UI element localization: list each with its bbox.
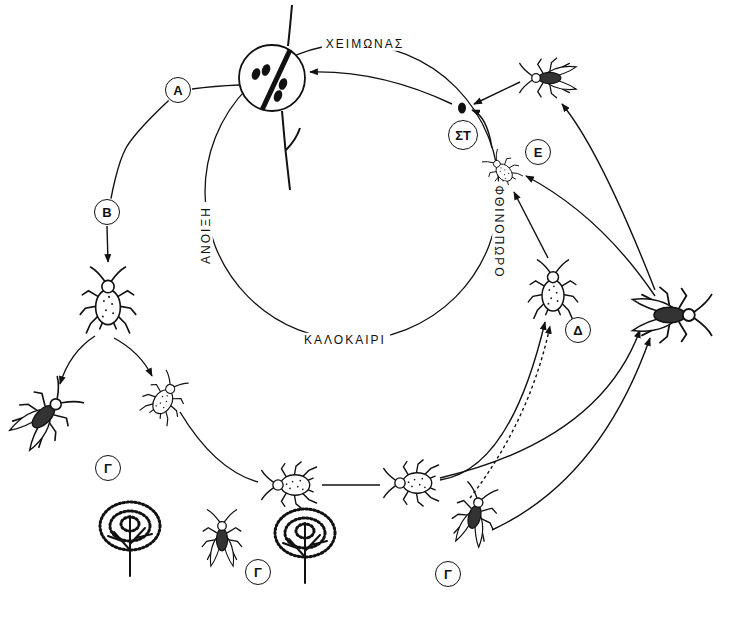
stage-letter-text: Β xyxy=(102,206,111,219)
stage-letter: ΣΤ xyxy=(448,120,478,150)
stage-letter: Γ xyxy=(95,455,121,481)
stage-letter: Γ xyxy=(245,559,271,585)
season-label: ΦΘΙΝΟΠΩΡΟ xyxy=(492,181,506,282)
stage-letter-text: Ε xyxy=(534,146,543,159)
stage-letter-text: Α xyxy=(173,84,182,97)
stage-letter-text: Δ xyxy=(573,324,582,337)
stage-letter: Δ xyxy=(565,317,591,343)
season-label: ΑΝΟΙΞΗ xyxy=(199,202,213,268)
stage-letter-text: Γ xyxy=(104,462,112,475)
stage-letter-text: Γ xyxy=(254,566,262,579)
stage-letter: Ε xyxy=(525,139,551,165)
stage-letter-text: ΣΤ xyxy=(455,129,471,142)
stage-letter: Γ xyxy=(435,561,461,587)
stage-letter: Β xyxy=(94,199,120,225)
season-label: ΚΑΛΟΚΑΙΡΙ xyxy=(300,333,390,347)
stage-letter-text: Γ xyxy=(444,568,452,581)
cycle-connector xyxy=(111,100,169,198)
stage-letter: Α xyxy=(165,77,191,103)
season-label: ΧΕΙΜΩΝΑΣ xyxy=(322,37,408,51)
